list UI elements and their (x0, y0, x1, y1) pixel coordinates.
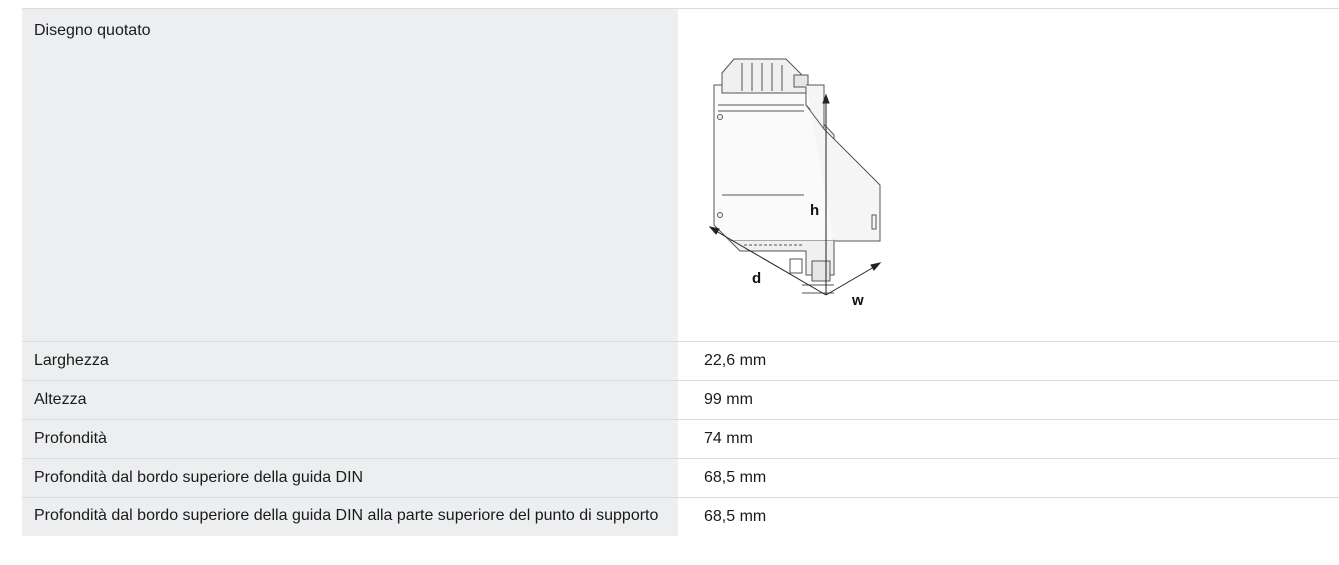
table-row: Profondità 74 mm (22, 420, 1339, 459)
drawing-title: Disegno quotato (22, 9, 678, 341)
spec-label: Altezza (22, 381, 678, 419)
dimension-label-depth: d (752, 270, 761, 287)
drawing-cell: h d w (678, 9, 1339, 341)
spec-label: Profondità dal bordo superiore della gui… (22, 459, 678, 497)
table-row: Profondità dal bordo superiore della gui… (22, 459, 1339, 498)
spec-value: 74 mm (678, 420, 1339, 458)
dimensions-table: Disegno quotato (22, 8, 1339, 536)
spec-value: 22,6 mm (678, 342, 1339, 380)
table-row: Altezza 99 mm (22, 381, 1339, 420)
spec-value: 99 mm (678, 381, 1339, 419)
spec-label: Profondità dal bordo superiore della gui… (22, 498, 678, 536)
table-row-drawing: Disegno quotato (22, 9, 1339, 342)
table-row: Larghezza 22,6 mm (22, 342, 1339, 381)
spec-label: Profondità (22, 420, 678, 458)
spec-value: 68,5 mm (678, 498, 1339, 536)
dimension-label-height: h (810, 202, 819, 219)
dimension-label-width: w (851, 292, 864, 305)
table-row: Profondità dal bordo superiore della gui… (22, 498, 1339, 536)
spec-label: Larghezza (22, 342, 678, 380)
device-drawing-svg: h d w (708, 58, 882, 309)
dimensioned-drawing: h d w (694, 45, 894, 309)
spec-value: 68,5 mm (678, 459, 1339, 497)
